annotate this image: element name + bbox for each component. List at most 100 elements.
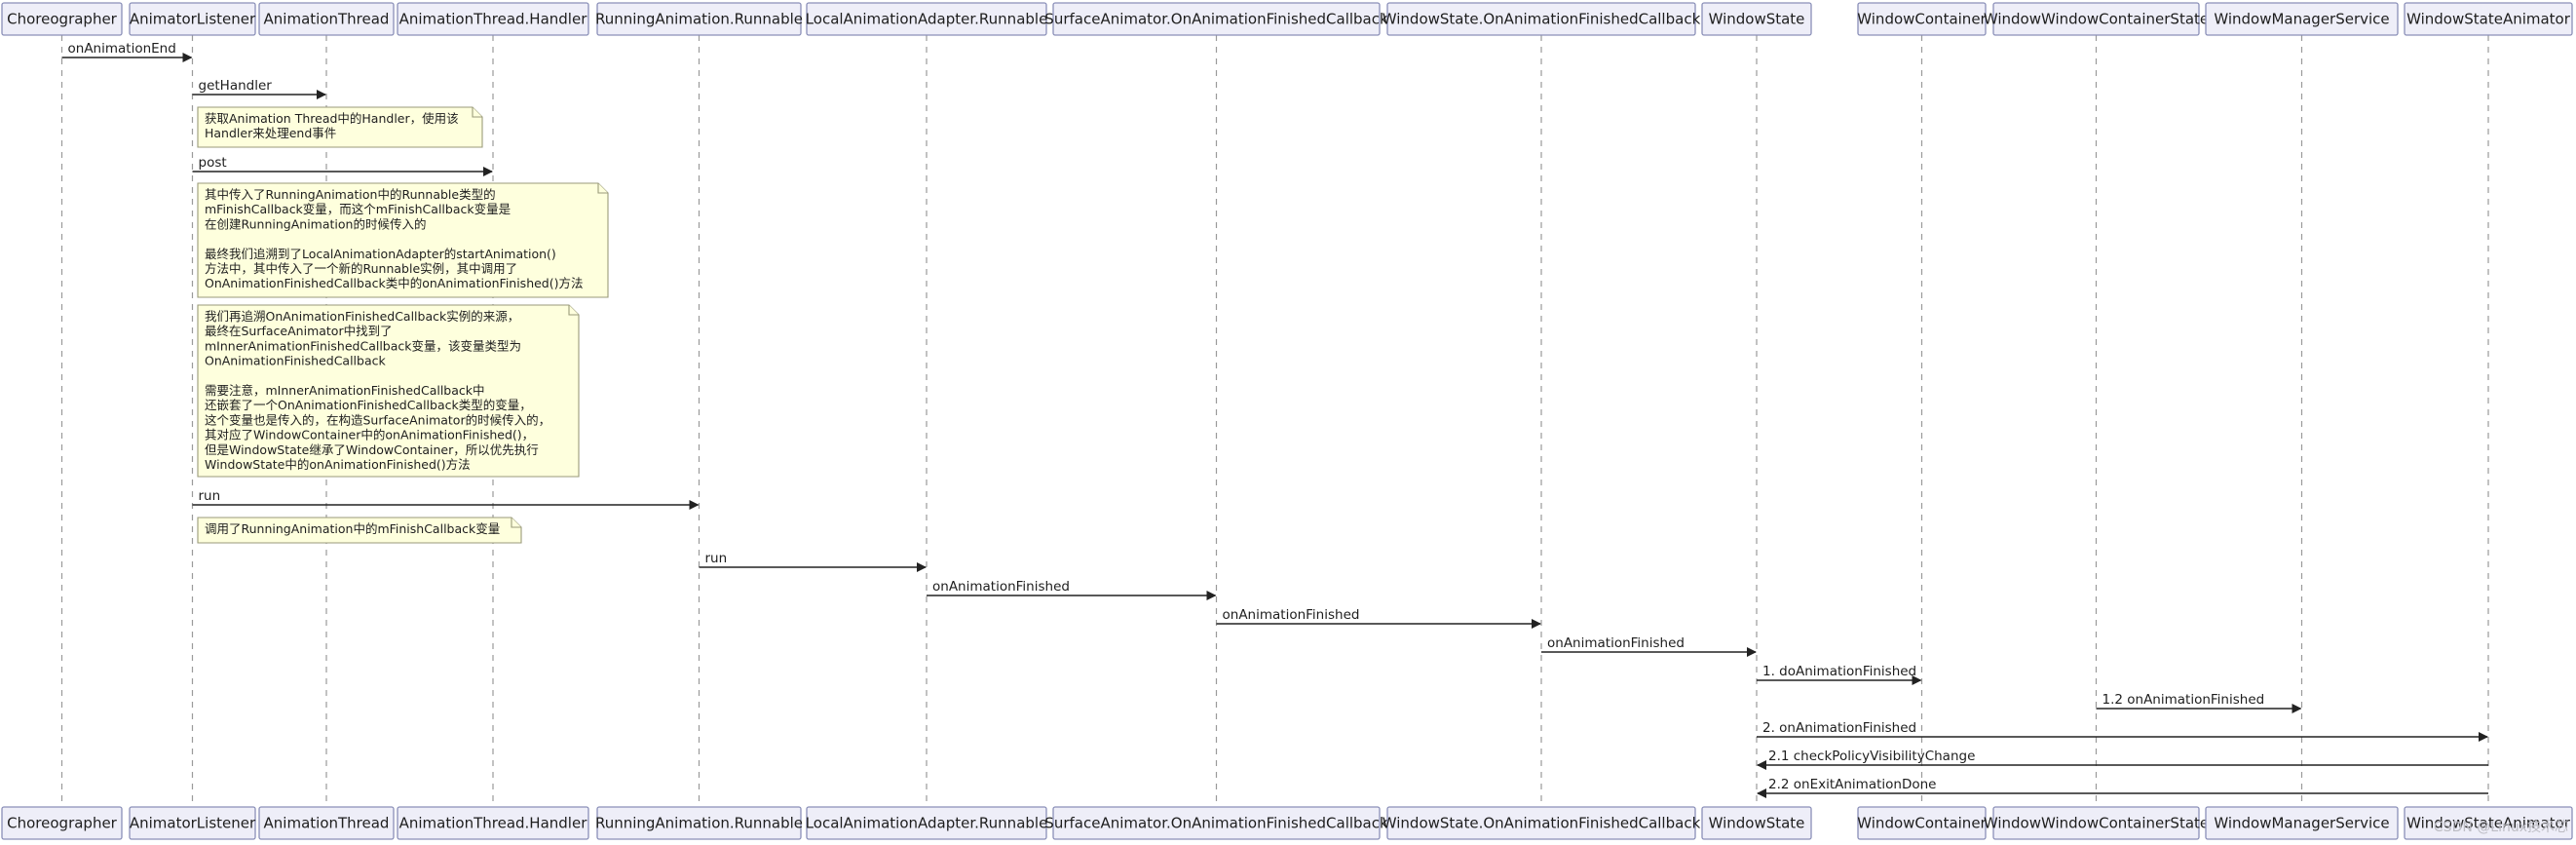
participant-label: WindowManagerService [2214, 11, 2389, 28]
participant-bottom: SurfaceAnimator.OnAnimationFinishedCallb… [1044, 806, 1388, 840]
participant-box [1052, 806, 1381, 840]
note-line: 但是WindowState继承了WindowContainer，所以优先执行 [205, 442, 539, 457]
participant-box [397, 806, 589, 840]
message: run [699, 551, 927, 572]
participant-box [596, 806, 802, 840]
note-line: 其对应了WindowContainer中的onAnimationFinished… [205, 428, 534, 442]
participant-top: WindowManagerService [2205, 2, 2399, 36]
participant-label: WindowStateAnimator [2406, 815, 2571, 832]
participant-label: LocalAnimationAdapter.Runnable [806, 815, 1048, 832]
participant-label: SurfaceAnimator.OnAnimationFinishedCallb… [1044, 11, 1388, 28]
participant-label: WindowManagerService [2214, 815, 2389, 832]
participant-box [806, 2, 1047, 36]
message-label: onAnimationEnd [68, 41, 176, 57]
participant-label: WindowState [1709, 815, 1805, 832]
participant-box [2205, 806, 2399, 840]
participant-top: AnimatorListener [129, 2, 256, 36]
participant-label: Choreographer [7, 815, 118, 832]
participant-label: AnimationThread [264, 11, 390, 28]
message: 1. doAnimationFinished [1757, 664, 1922, 685]
note-box [197, 304, 580, 478]
participant-label: LocalAnimationAdapter.Runnable [806, 11, 1048, 28]
message: onAnimationFinished [1216, 607, 1541, 629]
message-label: post [199, 155, 227, 171]
note: 我们再追溯OnAnimationFinishedCallback实例的来源，最终… [197, 304, 580, 478]
note-line: Handler来处理end事件 [205, 126, 336, 140]
note-line: 这个变量也是传入的，在构造SurfaceAnimator的时候传入的， [205, 412, 550, 427]
participant-box [129, 2, 256, 36]
participant-label: WindowWindowContainerState [1984, 815, 2209, 832]
participant-label: WindowState.OnAnimationFinishedCallback [1383, 11, 1701, 28]
note-line: mInnerAnimationFinishedCallback变量，该变量类型为 [205, 338, 521, 353]
message-label: run [199, 488, 221, 504]
note-fold [472, 107, 482, 118]
participant-label: WindowStateAnimator [2406, 11, 2571, 28]
participant-top: WindowWindowContainerState [1984, 2, 2209, 36]
note-line: 获取Animation Thread中的Handler，使用该 [205, 111, 459, 126]
message: 2.2 onExitAnimationDone [1757, 777, 2488, 798]
participant-bottom: WindowManagerService [2205, 806, 2399, 840]
participant-box [1052, 2, 1381, 36]
participant-label: AnimatorListener [130, 11, 256, 28]
participant-top: WindowState.OnAnimationFinishedCallback [1383, 2, 1701, 36]
participant-box [1992, 2, 2200, 36]
participant-top: WindowState [1701, 2, 1812, 36]
note-line: WindowState中的onAnimationFinished()方法 [205, 457, 471, 472]
message-label: onAnimationFinished [1223, 607, 1360, 623]
message-label: 1.2 onAnimationFinished [2102, 692, 2265, 708]
participant-bottom: AnimationThread.Handler [397, 806, 589, 840]
note-line: 调用了RunningAnimation中的mFinishCallback变量 [205, 521, 500, 536]
note-fold [511, 518, 521, 528]
participant-box [258, 806, 395, 840]
participant-label: SurfaceAnimator.OnAnimationFinishedCallb… [1044, 815, 1388, 832]
participant-box [397, 2, 589, 36]
participant-top: AnimationThread.Handler [397, 2, 589, 36]
participant-top: AnimationThread [258, 2, 395, 36]
participant-label: Choreographer [7, 11, 118, 28]
note-line: 在创建RunningAnimation的时候传入的 [205, 216, 426, 231]
note-line: OnAnimationFinishedCallback类中的onAnimatio… [205, 276, 584, 290]
participant-label: RunningAnimation.Runnable [595, 815, 803, 832]
participant-label: WindowContainer [1857, 11, 1987, 28]
note-line: 方法中，其中传入了一个新的Runnable实例，其中调用了 [205, 261, 517, 276]
participant-box [2404, 806, 2573, 840]
message: 2.1 checkPolicyVisibilityChange [1757, 749, 2488, 770]
note: 获取Animation Thread中的Handler，使用该Handler来处… [197, 106, 483, 148]
participant-box [806, 806, 1047, 840]
participant-top: Choreographer [1, 2, 123, 36]
participant-top: WindowStateAnimator [2404, 2, 2573, 36]
note-box [197, 517, 522, 544]
participant-bottom: Choreographer [1, 806, 123, 840]
note-line: 需要注意，mInnerAnimationFinishedCallback中 [205, 383, 485, 398]
participant-label: WindowContainer [1857, 815, 1987, 832]
participant-bottom: WindowState [1701, 806, 1812, 840]
participant-label: WindowState.OnAnimationFinishedCallback [1383, 815, 1701, 832]
participant-bottom: RunningAnimation.Runnable [595, 806, 803, 840]
participant-box [596, 2, 802, 36]
note-line: 其中传入了RunningAnimation中的Runnable类型的 [205, 187, 496, 202]
note-fold [568, 305, 579, 316]
message-label: run [705, 551, 728, 566]
participant-box [1386, 2, 1696, 36]
message-label: onAnimationFinished [1547, 635, 1685, 651]
participant-top: SurfaceAnimator.OnAnimationFinishedCallb… [1044, 2, 1388, 36]
note: 其中传入了RunningAnimation中的Runnable类型的mFinis… [197, 182, 609, 298]
message: run [192, 488, 700, 510]
participant-label: RunningAnimation.Runnable [595, 11, 803, 28]
note-line: 还嵌套了一个OnAnimationFinishedCallback类型的变量， [205, 398, 532, 412]
participant-box [1386, 806, 1696, 840]
participant-bottom: AnimationThread [258, 806, 395, 840]
participant-top: RunningAnimation.Runnable [595, 2, 803, 36]
participant-bottom: LocalAnimationAdapter.Runnable [806, 806, 1048, 840]
message: 1.2 onAnimationFinished [2096, 692, 2302, 713]
message: 2. onAnimationFinished [1757, 720, 2488, 742]
participant-box [1857, 806, 1987, 840]
participant-bottom: AnimatorListener [129, 806, 256, 840]
note-line: OnAnimationFinishedCallback [205, 354, 386, 368]
note: 调用了RunningAnimation中的mFinishCallback变量 [197, 517, 522, 544]
participant-top: LocalAnimationAdapter.Runnable [806, 2, 1048, 36]
participant-label: WindowState [1709, 11, 1805, 28]
participant-box [2404, 2, 2573, 36]
message-label: 2.2 onExitAnimationDone [1768, 777, 1936, 792]
